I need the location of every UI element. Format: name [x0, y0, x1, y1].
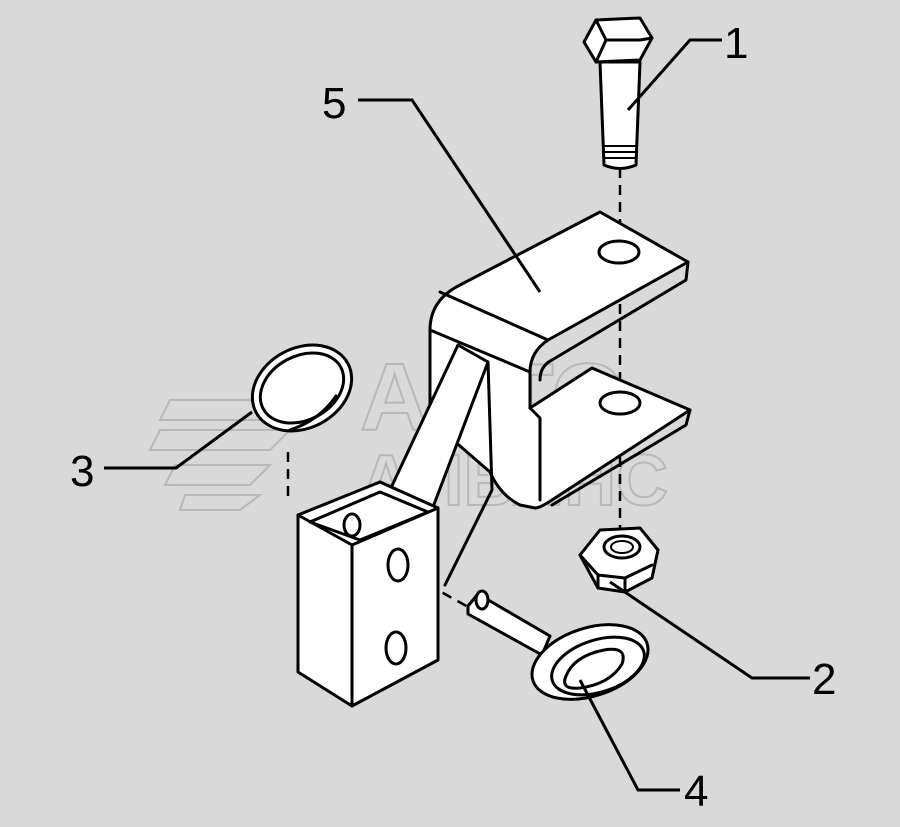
clamp-block: [296, 480, 440, 708]
callout-3: 3: [70, 447, 94, 496]
callout-4: 4: [684, 767, 708, 816]
leader-2: [609, 580, 810, 680]
callout-1: 1: [724, 19, 748, 68]
leader-3: [104, 410, 253, 470]
snap-ring-part-3: [250, 343, 354, 433]
leader-5: [358, 98, 542, 293]
callout-5: 5: [322, 79, 346, 128]
callout-2: 2: [812, 655, 836, 704]
bracket-part-5: [388, 210, 692, 587]
leader-4: [578, 679, 680, 792]
bolt-part-1: [582, 16, 654, 170]
pin-part-4: [466, 589, 650, 701]
leader-1: [626, 38, 722, 111]
nut-part-2: [578, 526, 660, 594]
